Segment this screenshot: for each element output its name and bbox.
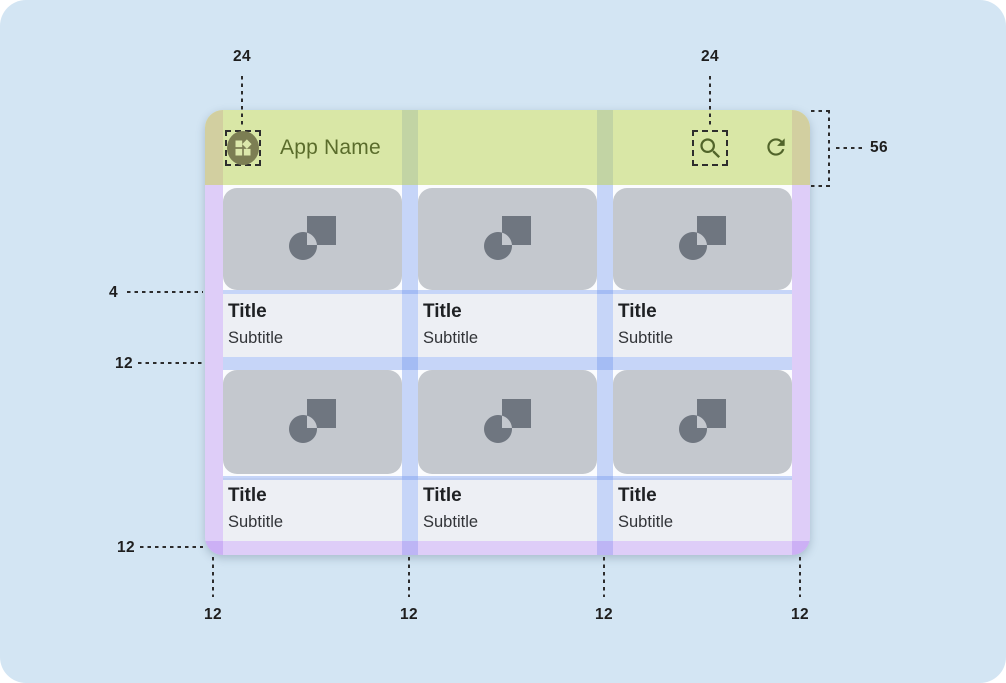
measure-line <box>140 546 203 548</box>
measure-line <box>241 76 243 128</box>
measure-label-12-margin-left: 12 <box>203 606 223 623</box>
card-subtitle: Subtitle <box>228 513 284 531</box>
card-subtitle: Subtitle <box>618 329 674 347</box>
card[interactable]: Title Subtitle <box>223 188 402 357</box>
measure-line <box>709 76 711 128</box>
top-app-bar: App Name <box>205 110 810 185</box>
measure-label-24-left: 24 <box>232 48 252 65</box>
measure-bracket <box>828 110 830 187</box>
card-text-block: Title Subtitle <box>418 478 597 541</box>
card-image-placeholder <box>223 188 402 290</box>
refresh-button[interactable] <box>763 134 789 160</box>
card[interactable]: Title Subtitle <box>418 370 597 541</box>
card-row: Title Subtitle Title Subtitle <box>223 370 792 541</box>
card-title: Title <box>618 301 657 322</box>
card-subtitle: Subtitle <box>618 513 674 531</box>
search-icon[interactable] <box>697 135 724 162</box>
card-subtitle: Subtitle <box>228 329 284 347</box>
search-icon-keyline-box <box>692 130 728 166</box>
card[interactable]: Title Subtitle <box>613 370 792 541</box>
card-image-placeholder <box>418 370 597 474</box>
measure-label-56: 56 <box>870 139 889 156</box>
card-text-block: Title Subtitle <box>613 294 792 357</box>
card[interactable]: Title Subtitle <box>223 370 402 541</box>
card-subtitle: Subtitle <box>423 329 479 347</box>
card[interactable]: Title Subtitle <box>418 188 597 357</box>
card-text-block: Title Subtitle <box>223 294 402 357</box>
measure-label-12-bottom: 12 <box>116 539 135 556</box>
refresh-icon <box>767 138 785 156</box>
app-icon-keyline-box <box>225 130 261 166</box>
card-subtitle: Subtitle <box>423 513 479 531</box>
app-bar-title: App Name <box>280 135 381 159</box>
measure-label-12-gutter-2: 12 <box>594 606 614 623</box>
app-layout-mockup: App Name <box>205 110 810 555</box>
image-placeholder-icon <box>678 399 726 443</box>
measure-line <box>799 557 801 597</box>
card-image-placeholder <box>223 370 402 474</box>
keyline-bottom-margin-12 <box>205 541 810 555</box>
card-title: Title <box>423 301 462 322</box>
widgets-icon <box>235 139 252 156</box>
measure-line <box>138 362 203 364</box>
card-image-placeholder <box>418 188 597 290</box>
card[interactable]: Title Subtitle <box>613 188 792 357</box>
card-text-block: Title Subtitle <box>418 294 597 357</box>
image-placeholder-icon <box>483 216 531 260</box>
measure-label-12-margin-right: 12 <box>790 606 810 623</box>
card-text-block: Title Subtitle <box>223 478 402 541</box>
measure-line <box>603 557 605 597</box>
image-placeholder-icon <box>288 216 336 260</box>
measure-label-12-rowgap: 12 <box>114 355 133 372</box>
measure-bracket-top <box>811 110 830 112</box>
card-image-placeholder <box>613 370 792 474</box>
card-grid: Title Subtitle Title Subtitle <box>205 185 810 541</box>
measure-line <box>836 147 862 149</box>
card-title: Title <box>228 485 267 506</box>
image-placeholder-icon <box>483 399 531 443</box>
card-title: Title <box>423 485 462 506</box>
card-image-placeholder <box>613 188 792 290</box>
measure-line <box>127 291 203 293</box>
card-title: Title <box>228 301 267 322</box>
image-placeholder-icon <box>678 216 726 260</box>
image-placeholder-icon <box>288 399 336 443</box>
app-logo-button[interactable] <box>227 131 259 165</box>
card-text-block: Title Subtitle <box>613 478 792 541</box>
card-title: Title <box>618 485 657 506</box>
measure-line <box>408 557 410 597</box>
card-row: Title Subtitle Title Subtitle <box>223 188 792 357</box>
measure-label-24-right: 24 <box>700 48 720 65</box>
measure-label-12-gutter-1: 12 <box>399 606 419 623</box>
measure-line <box>212 557 214 597</box>
measure-label-4: 4 <box>108 284 118 301</box>
measure-bracket-bottom <box>811 185 830 187</box>
